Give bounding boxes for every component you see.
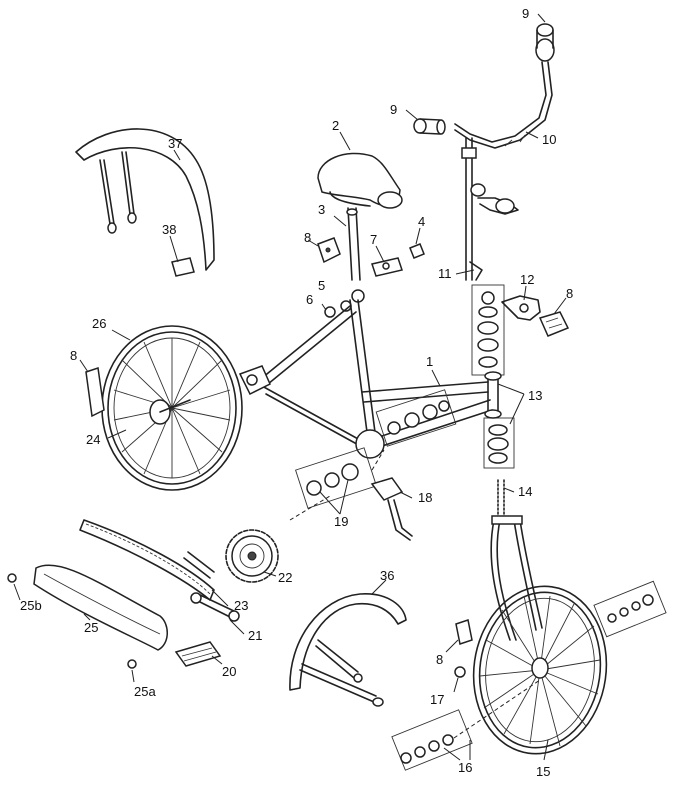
- callout-21: 21: [248, 628, 262, 643]
- reflector-seat: [317, 237, 341, 264]
- callout-8-seat: 8: [304, 230, 311, 245]
- reflector-rear: [85, 367, 105, 418]
- front-fork: [490, 479, 543, 641]
- chain-guard: [7, 564, 168, 669]
- callout-labels: 9 9 10 2 37 3 4 6 7 38 8 5 6 11 12 8 26 …: [20, 6, 573, 779]
- seat-clamp-bolt: [409, 243, 425, 259]
- callout-38: 38: [162, 222, 176, 237]
- seat-clamp: [371, 257, 403, 277]
- callout-24: 24: [86, 432, 100, 447]
- front-axle-parts-left: [391, 679, 541, 771]
- callout-22: 22: [278, 570, 292, 585]
- callout-9-left: 9: [390, 102, 397, 117]
- brake-bracket: [501, 295, 541, 321]
- front-fender: [289, 593, 407, 707]
- rear-wheel: [101, 325, 243, 491]
- callout-26: 26: [92, 316, 106, 331]
- callout-16: 16: [458, 760, 472, 775]
- callout-9-top: 9: [522, 6, 529, 21]
- reflector-front: [455, 619, 473, 645]
- callout-19: 19: [334, 514, 348, 529]
- chainring: [225, 529, 279, 583]
- callout-36: 36: [380, 568, 394, 583]
- callout-14: 14: [518, 484, 532, 499]
- callout-37: 37: [168, 136, 182, 151]
- bottom-bracket-right: [375, 389, 457, 447]
- saddle: [317, 152, 403, 209]
- callout-12: 12: [520, 272, 534, 287]
- kickstand: [370, 477, 413, 541]
- leader-lines: [13, 13, 567, 761]
- callout-23: 23: [234, 598, 248, 613]
- callout-8-front: 8: [436, 652, 443, 667]
- callout-25b: 25b: [20, 598, 42, 613]
- bottom-bracket-left: [295, 447, 377, 509]
- front-wheel: [472, 585, 608, 755]
- callout-25a: 25a: [134, 684, 156, 699]
- crank: [190, 592, 240, 622]
- front-axle-parts-right: [593, 580, 667, 638]
- fender-bracket: [171, 257, 195, 277]
- callout-3: 3: [318, 202, 325, 217]
- pedal: [174, 641, 222, 667]
- callout-8-rear: 8: [70, 348, 77, 363]
- callout-13: 13: [528, 388, 542, 403]
- frame: [238, 299, 502, 459]
- callout-4: 4: [418, 214, 425, 229]
- seat-post: [346, 207, 361, 281]
- rear-fender: [75, 128, 215, 271]
- callout-8-bracket: 8: [566, 286, 573, 301]
- grip-top: [535, 23, 555, 62]
- washer-nut: [324, 289, 365, 318]
- callout-25: 25: [84, 620, 98, 635]
- callout-10: 10: [542, 132, 556, 147]
- callout-20: 20: [222, 664, 236, 679]
- handlebar: [454, 61, 553, 149]
- handlebar-stem: [461, 137, 519, 281]
- headset-stack-lower: [483, 417, 515, 469]
- callout-5: 5: [318, 278, 325, 293]
- grip-left: [413, 118, 446, 135]
- axle-nut: [454, 666, 466, 678]
- headset-stack-upper: [471, 284, 505, 376]
- reflector-right: [538, 311, 570, 337]
- callout-15: 15: [536, 764, 550, 779]
- callout-11: 11: [438, 266, 452, 281]
- callout-6: 6: [306, 292, 313, 307]
- callout-18: 18: [418, 490, 432, 505]
- callout-17: 17: [430, 692, 444, 707]
- callout-7: 7: [370, 232, 377, 247]
- callout-2: 2: [332, 118, 339, 133]
- callout-1: 1: [426, 354, 433, 369]
